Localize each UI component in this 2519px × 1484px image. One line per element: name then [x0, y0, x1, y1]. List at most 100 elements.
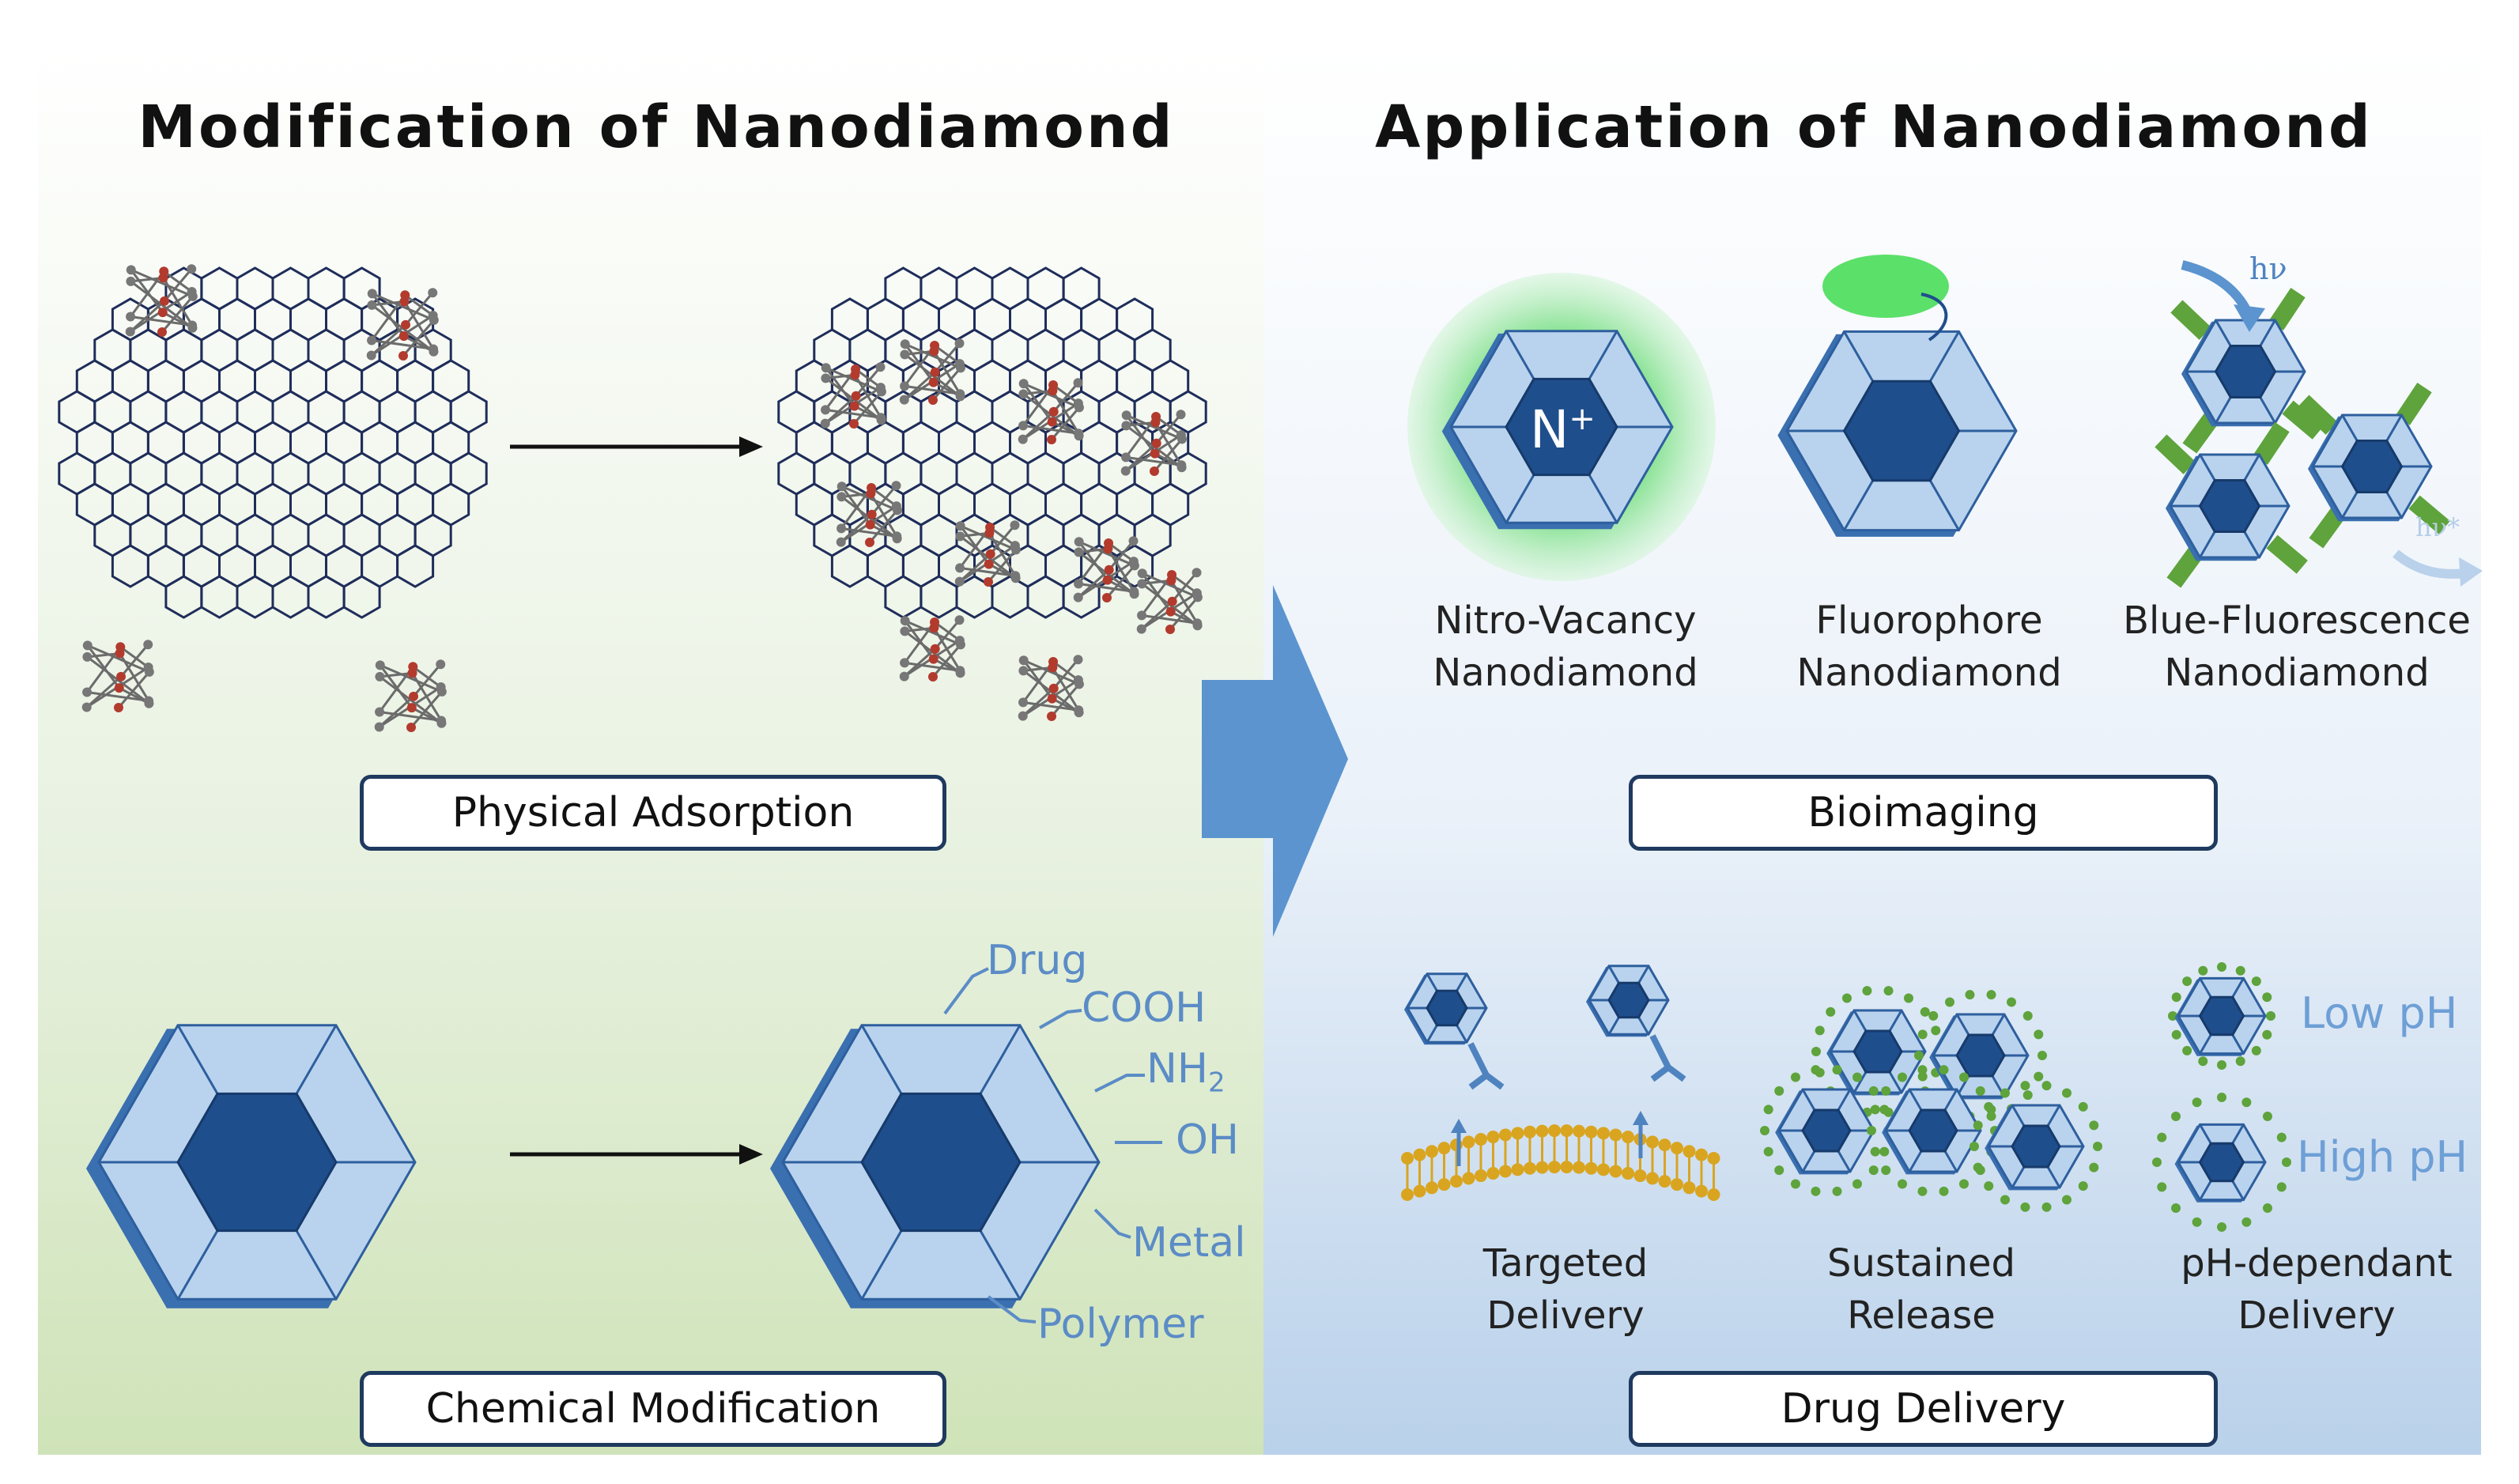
molecule-atom	[928, 377, 938, 387]
molecule-bond	[855, 368, 882, 389]
nd-facet	[176, 1229, 219, 1300]
drug-dot	[2251, 1045, 2261, 1055]
lipid-head	[1499, 1165, 1512, 1178]
drug-dot	[2235, 1056, 2245, 1067]
molecule-atom	[1167, 596, 1177, 606]
ph-dependant-label-line1: pH-dependant	[2181, 1241, 2453, 1286]
molecule-atom	[892, 531, 902, 542]
drug-dot	[2034, 1029, 2044, 1040]
nd-facet	[1991, 1014, 2006, 1036]
hv-out-label: hν*	[2415, 512, 2460, 542]
drug-dot	[1939, 1186, 1949, 1196]
drug-dot	[2266, 1011, 2275, 1021]
molecule-atom	[1176, 410, 1186, 420]
nd-facet	[2341, 414, 2358, 442]
drug-dot	[1973, 1162, 1983, 1172]
molecule-bond	[1140, 600, 1173, 630]
drug-dot	[2093, 1142, 2102, 1151]
nd-facet	[1888, 1010, 1903, 1032]
molecule-bond	[959, 566, 1016, 577]
molecule-bond	[1108, 540, 1135, 571]
drug-dot	[1815, 1025, 1825, 1036]
molecule-bond	[1077, 568, 1110, 599]
molecule	[125, 264, 198, 337]
molecule-bond	[1141, 572, 1172, 613]
drug-dot	[2198, 965, 2208, 976]
molecule-atom	[1073, 398, 1083, 409]
molecule-bond	[904, 619, 961, 646]
drug-dot	[2217, 1093, 2226, 1102]
molecule-bond	[1022, 410, 1055, 440]
molecule-atom	[1048, 656, 1059, 666]
ph-dependant-label-line2: Delivery	[2238, 1293, 2396, 1338]
drug-dot	[1811, 1065, 1821, 1075]
low-ph-label: Low pH	[2301, 988, 2458, 1038]
sustained-label-line1: Sustained	[1827, 1241, 2015, 1286]
fluorophore-label-line2: Nanodiamond	[1796, 651, 2062, 695]
fluorophore-tag	[1822, 255, 1949, 318]
chemical-process-arrow	[510, 1144, 763, 1165]
nitro-vacancy-nanodiamond	[1441, 330, 1674, 530]
molecule-atom	[144, 696, 154, 706]
molecule-bond	[903, 648, 936, 678]
nd-facet	[1637, 1016, 1650, 1036]
nd-facet	[2199, 454, 2216, 481]
molecule-bond	[117, 670, 150, 708]
molecule-atom	[82, 651, 93, 662]
nd-facet	[1801, 1089, 1816, 1111]
drug-dot	[2262, 1029, 2272, 1040]
lipid-head	[1573, 1124, 1585, 1138]
lipid-head	[1426, 1181, 1438, 1195]
molecule-atom	[821, 373, 831, 383]
drug-dot	[1986, 990, 1996, 1000]
nd-facet	[1456, 972, 1468, 992]
molecule-bond	[130, 268, 194, 298]
drug-dot	[2041, 1081, 2052, 1091]
molecule-bond	[904, 661, 961, 672]
group-oh: OH	[1176, 1116, 1240, 1164]
molecule-atom	[930, 340, 940, 350]
bf-ligand	[2268, 288, 2306, 330]
molecule-atom	[116, 671, 127, 682]
molecule-atom	[985, 549, 995, 559]
molecule-bond	[871, 486, 897, 508]
molecule-atom	[928, 654, 938, 664]
molecule-bond	[1050, 683, 1081, 717]
bf-nanodiamond	[2170, 288, 2324, 454]
drug-dot	[2198, 1056, 2208, 1067]
molecule	[899, 615, 965, 682]
ph-nanodiamond	[2168, 962, 2275, 1070]
drug-dot	[1870, 1146, 1880, 1157]
molecule-atom	[1074, 579, 1084, 589]
molecule	[1018, 378, 1084, 444]
molecule-atom	[821, 405, 831, 415]
molecule-atom	[865, 538, 874, 547]
nd-core	[2214, 345, 2277, 398]
molecule-atom	[928, 395, 938, 405]
molecule-atom	[1047, 417, 1057, 427]
lipid-head	[1437, 1142, 1451, 1155]
drug-dot	[1868, 1165, 1879, 1176]
molecule-bond	[1052, 660, 1079, 682]
molecule-bond	[868, 509, 899, 543]
lipid-head	[1671, 1178, 1683, 1191]
lipid-head	[1524, 1161, 1536, 1175]
molecule	[954, 520, 1021, 587]
drug-dot	[2171, 1029, 2181, 1040]
molecule-bond	[840, 527, 897, 538]
drug-dot	[1898, 1179, 1907, 1189]
hv-out-arrow	[2392, 549, 2468, 579]
nd-facet	[2341, 491, 2358, 519]
molecule-bond	[1023, 659, 1080, 685]
molecule-bond	[1153, 438, 1184, 472]
molecule-atom	[375, 671, 385, 682]
molecule-atom	[375, 660, 385, 670]
molecule	[899, 338, 965, 405]
antibody	[1467, 1042, 1505, 1090]
drug-dot	[1984, 1101, 1994, 1112]
molecule-bond	[371, 293, 405, 338]
molecule-atom	[1176, 460, 1187, 470]
molecule-bond	[1078, 541, 1108, 581]
